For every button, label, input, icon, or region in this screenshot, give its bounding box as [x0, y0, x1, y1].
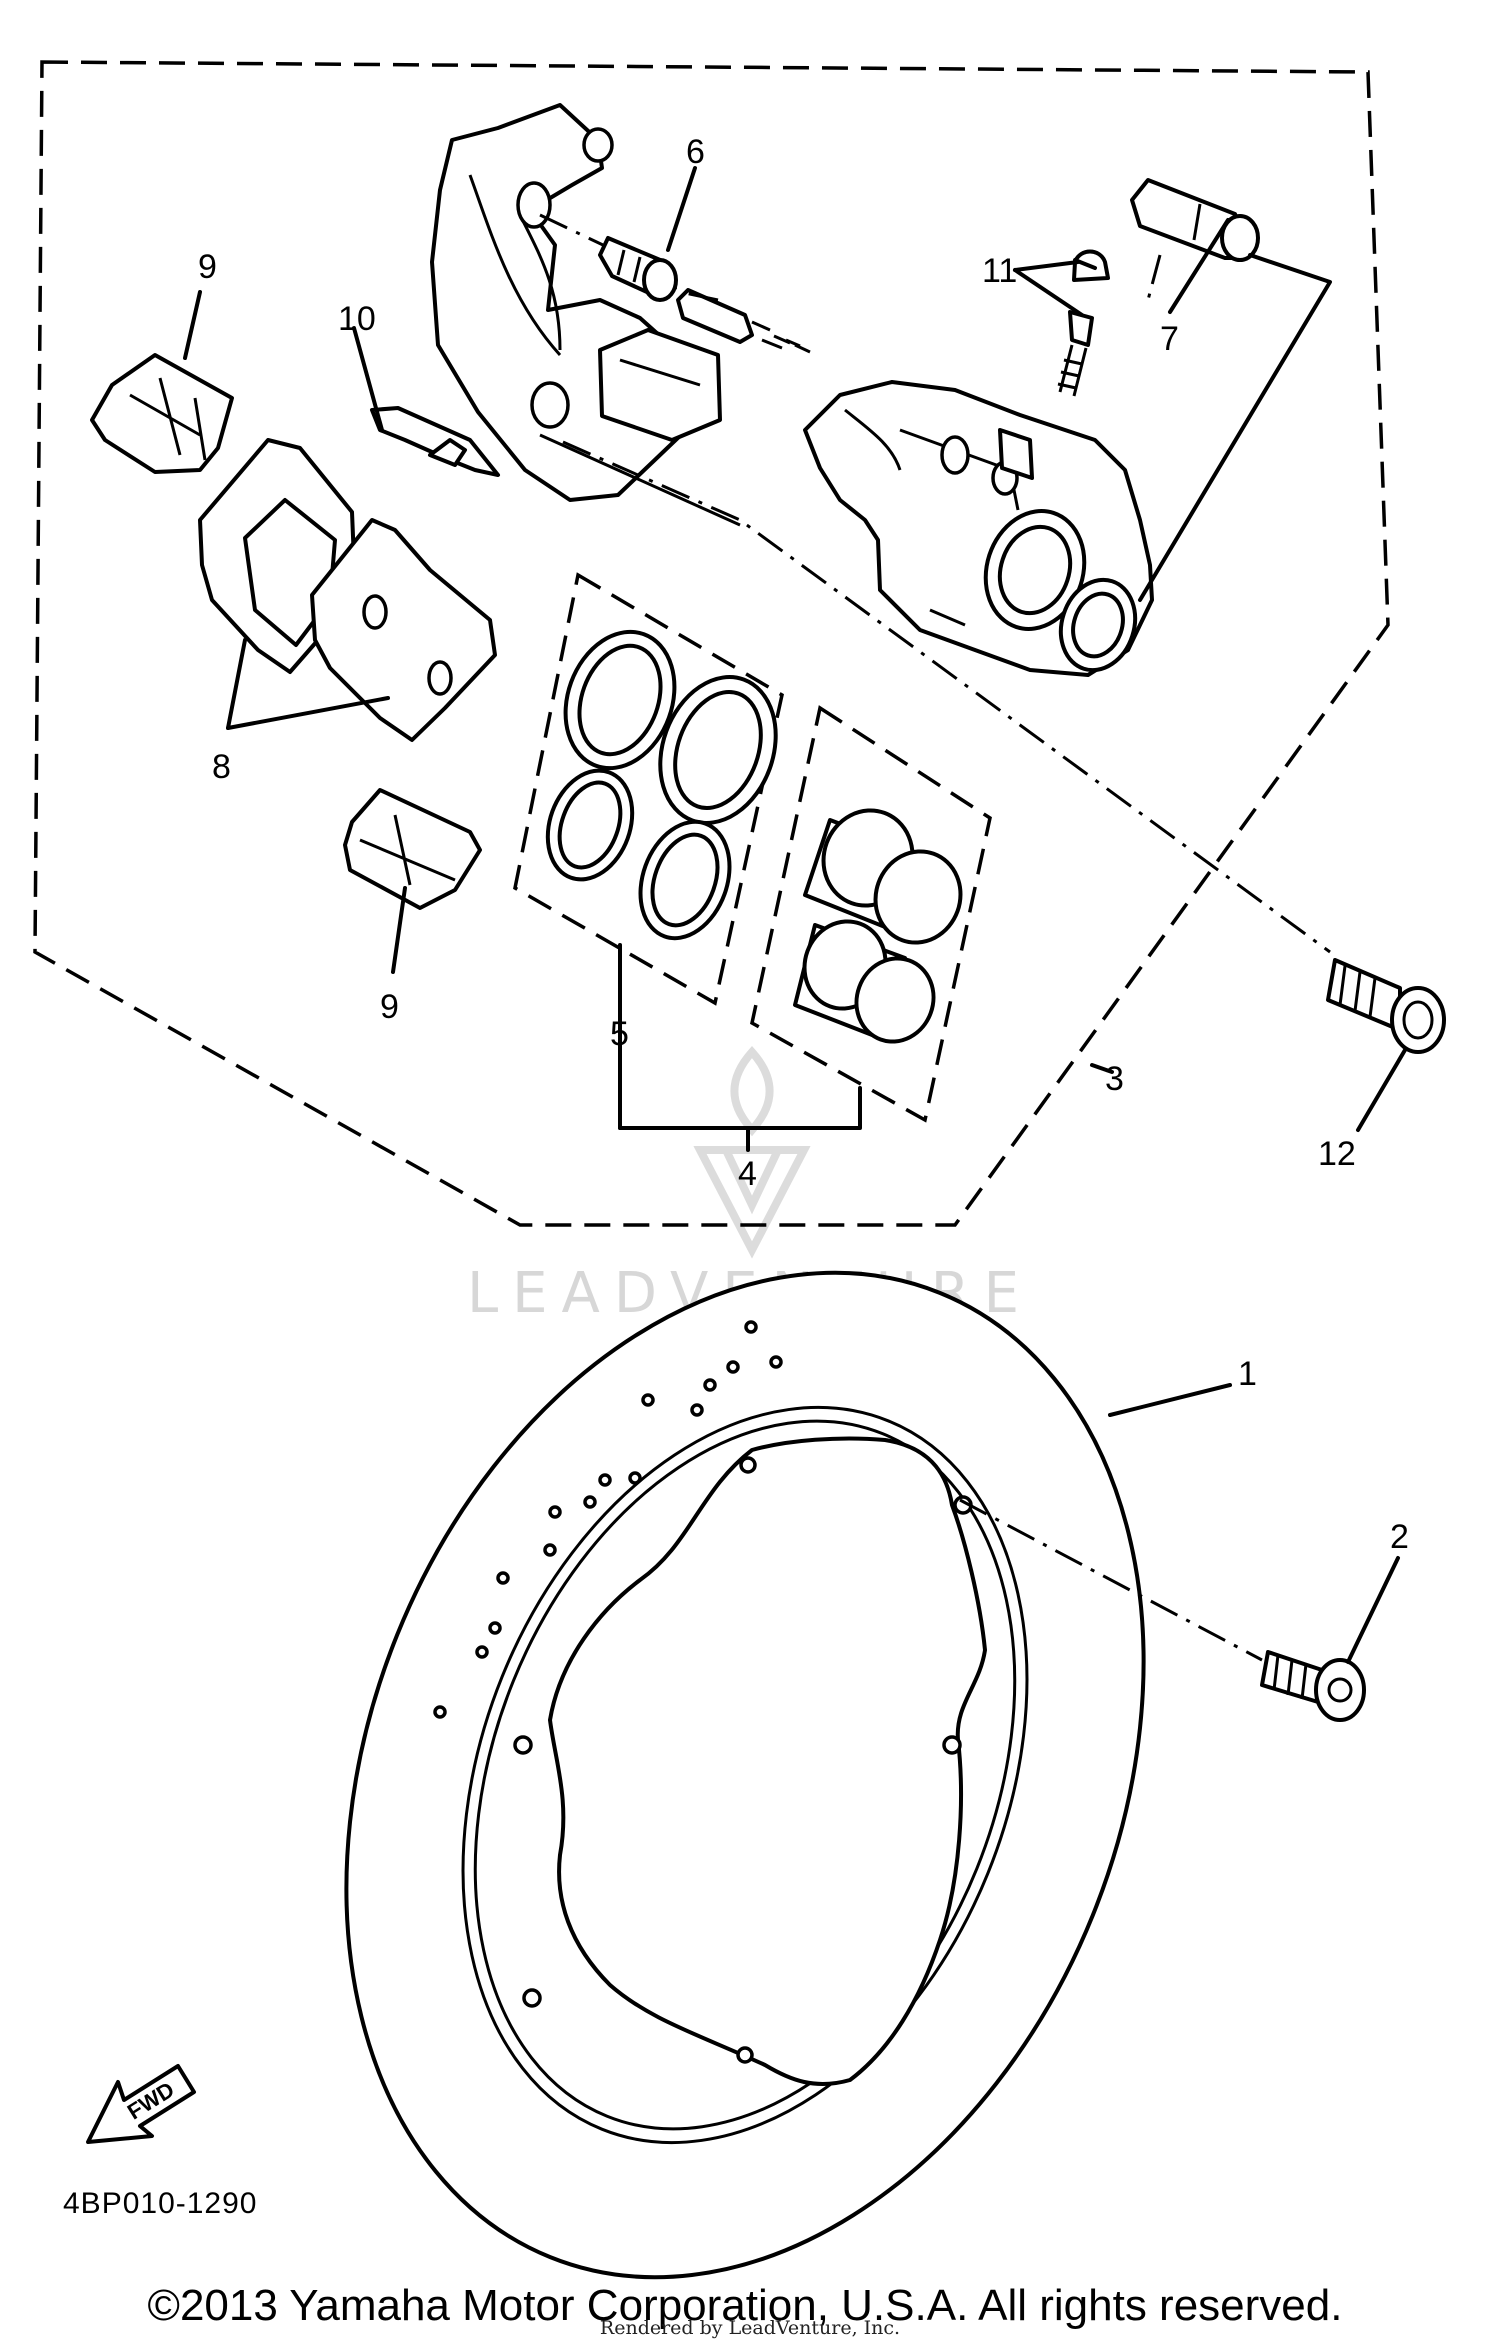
callout-4: 4	[738, 1155, 757, 1193]
callout-8: 8	[212, 748, 231, 786]
bleed-screw-and-cap	[1057, 249, 1110, 397]
assembly-lines	[539, 213, 1331, 1662]
callout-6: 6	[686, 133, 705, 171]
caliper-assembly-boundary	[33, 60, 1390, 1227]
callout-10: 10	[338, 300, 376, 338]
pad-spring-clip	[370, 406, 500, 477]
callout-7: 7	[1160, 320, 1179, 358]
slide-pin-boot	[598, 236, 678, 302]
callout-12: 12	[1318, 1135, 1356, 1173]
fwd-arrow-icon: FWD	[86, 2064, 196, 2144]
piston-seals	[545, 629, 778, 941]
pistons	[793, 808, 963, 1044]
pad-shim-lower	[343, 788, 482, 910]
callout-3: 3	[1105, 1060, 1124, 1098]
callout-5: 5	[610, 1015, 629, 1053]
callout-9-upper: 9	[198, 248, 217, 286]
disc-bolt	[1260, 1650, 1366, 1722]
brake-disc	[344, 1270, 1146, 2280]
leader-lines	[183, 166, 1407, 1664]
callout-1: 1	[1238, 1355, 1257, 1393]
pad-shim-upper	[90, 353, 234, 474]
caliper-body	[803, 380, 1154, 677]
callout-labels: 1 2 3 4 5 6 7 8 9 9 10 11 12	[198, 133, 1409, 1556]
copyright-notice: ©2013 Yamaha Motor Corporation, U.S.A. A…	[148, 2281, 1343, 2330]
rendered-by-note: Rendered by LeadVenture, Inc.	[600, 2317, 900, 2339]
guide-pin	[1130, 178, 1260, 262]
callout-2: 2	[1390, 1518, 1409, 1556]
callout-9-lower: 9	[380, 988, 399, 1026]
watermark-logo-icon	[693, 1045, 811, 1259]
callout-11: 11	[982, 252, 1017, 290]
diagram-code: 4BP010-1290	[63, 2187, 258, 2220]
brake-pads	[198, 438, 497, 742]
seal-kit-boundary	[513, 572, 784, 1006]
mounting-bolt	[1326, 958, 1446, 1054]
caliper-pin	[676, 288, 811, 354]
caliper-bracket	[430, 103, 722, 502]
piston-kit-boundary	[750, 705, 992, 1123]
